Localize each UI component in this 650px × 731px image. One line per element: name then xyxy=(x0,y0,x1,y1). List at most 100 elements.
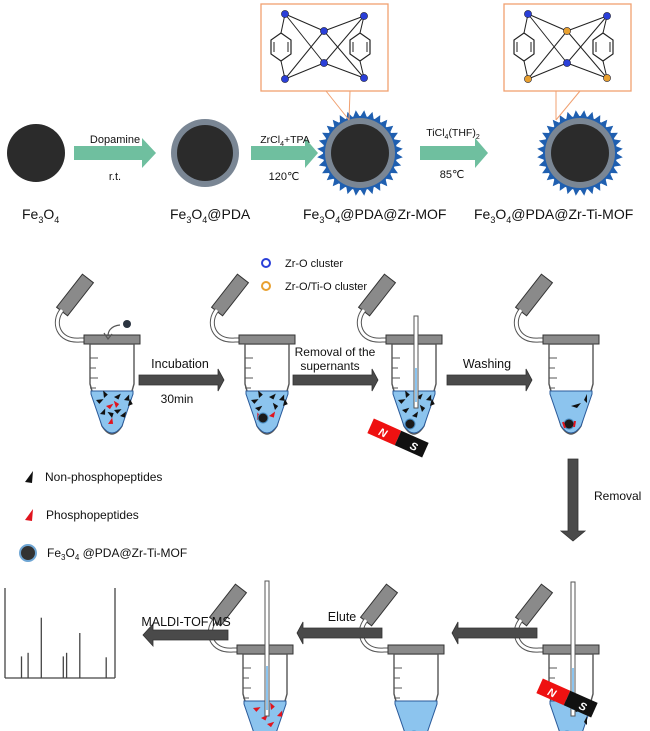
arrow-removal xyxy=(559,458,587,542)
arrow-washing xyxy=(446,368,533,392)
cluster-node xyxy=(563,27,571,35)
arrow-zrcl4-tpa xyxy=(251,138,318,168)
cluster-node xyxy=(320,27,328,35)
non-phosphopeptide xyxy=(255,405,263,412)
fe3o4-pda-particle xyxy=(171,119,239,187)
arrow-incubation-top: Incubation xyxy=(151,357,209,371)
non-phosphopeptide xyxy=(416,393,423,400)
arrow-incubation-bottom: 30min xyxy=(161,392,194,406)
legend-zr-ti-o-label: Zr-O/Ti-O cluster xyxy=(285,281,367,293)
arrow-dopamine-bottom: r.t. xyxy=(109,171,121,183)
arrow-to-elution xyxy=(451,621,538,645)
non-phosphopeptide xyxy=(114,393,121,400)
zr-ti-o-cluster-icon xyxy=(261,281,271,291)
tube-1-sample xyxy=(57,274,140,434)
arrow-ticl4-top: TiCl4(THF)2 xyxy=(426,127,480,141)
cluster-node xyxy=(281,10,289,18)
fe3o4-particle xyxy=(7,124,65,182)
cluster-node xyxy=(360,12,368,20)
phosphopeptide xyxy=(267,721,275,728)
non-phosphopeptide xyxy=(100,408,106,415)
label-fe3o4: Fe3O4 xyxy=(22,206,59,225)
phosphopeptide xyxy=(108,417,114,424)
arrow-zrcl4-bottom: 120℃ xyxy=(269,171,300,183)
legend-zr-o-cluster: Zr-O cluster xyxy=(261,258,343,270)
phosphopeptide xyxy=(277,710,283,717)
non-phosphopeptide xyxy=(258,390,263,398)
cluster-node xyxy=(524,75,532,83)
fe3o4-pda-zrmof-particle xyxy=(317,110,403,196)
arrow-removal-label: Removal xyxy=(594,489,641,503)
non-phosphopeptide xyxy=(107,411,114,418)
arrow-ticl4 xyxy=(420,138,488,168)
legend-phospho-label: Phosphopeptides xyxy=(46,508,139,522)
pipette-icon xyxy=(570,581,576,717)
legend-non-phospho-label: Non-phosphopeptides xyxy=(45,470,162,484)
non-phosphopeptide xyxy=(283,398,288,406)
cluster-node xyxy=(281,75,289,83)
non-phosphopeptide xyxy=(269,393,276,400)
non-phosphopeptide xyxy=(402,407,410,414)
non-phosphopeptide xyxy=(405,390,410,398)
phosphopeptide xyxy=(269,411,276,418)
label-fe3o4-pda-zrtimof: Fe3O4@PDA@Zr-Ti-MOF xyxy=(474,206,633,225)
non-phosphopeptide xyxy=(124,394,130,401)
tube-2-incubated xyxy=(212,274,295,434)
phosphopeptide xyxy=(270,702,275,710)
non-phosphopeptide xyxy=(430,398,435,406)
label-fe3o4-pda: Fe3O4@PDA xyxy=(170,206,251,225)
non-phosphopeptide xyxy=(398,399,406,404)
arrow-dopamine xyxy=(74,138,156,168)
zr-ti-mof-structure-callout xyxy=(503,3,632,121)
phosphopeptide xyxy=(252,707,261,712)
tube-3-magnet xyxy=(359,274,442,434)
tube-4-washed xyxy=(516,274,599,434)
mof-particle-icon xyxy=(19,544,37,562)
cluster-node xyxy=(603,12,611,20)
non-phosphopeptide xyxy=(96,399,104,404)
phosphopeptide xyxy=(113,400,120,408)
cluster-node xyxy=(320,59,328,67)
legend-zr-ti-o-cluster: Zr-O/Ti-O cluster xyxy=(261,281,367,293)
non-phosphopeptide xyxy=(419,404,426,412)
non-phosphopeptide xyxy=(426,394,432,401)
arrow-incubation xyxy=(138,368,225,392)
legend-mof-particle: Fe3O4 @PDA@Zr-Ti-MOF xyxy=(19,544,187,562)
arrow-removal-line1: Removal of the xyxy=(295,345,376,359)
legend-zr-o-label: Zr-O cluster xyxy=(285,258,343,270)
cluster-node xyxy=(563,59,571,67)
non-phosphopeptide xyxy=(103,390,108,398)
arrow-elute-label: Elute xyxy=(328,610,357,624)
phosphopeptide-icon xyxy=(25,509,33,521)
arrow-zrcl4-top: ZrCl4+TPA xyxy=(260,134,310,148)
label-fe3o4-pda-zrmof: Fe3O4@PDA@Zr-MOF xyxy=(303,206,446,225)
non-phosphopeptide xyxy=(251,399,259,404)
non-phosphopeptide xyxy=(272,402,279,410)
tube-7-eluted xyxy=(210,580,293,731)
magnet-1: N S xyxy=(367,418,429,458)
pipette-icon xyxy=(264,580,270,717)
arrow-elute xyxy=(296,621,383,645)
non-phosphopeptide xyxy=(279,394,285,401)
legend-phosphopeptides: Phosphopeptides xyxy=(25,508,139,522)
arrow-removal-supernants xyxy=(292,368,379,392)
fe3o4-pda-zrtimof-particle xyxy=(537,110,623,196)
cluster-node xyxy=(524,10,532,18)
ms-spectrum xyxy=(4,588,116,679)
phosphopeptide xyxy=(105,403,114,410)
legend-non-phosphopeptides: Non-phosphopeptides xyxy=(25,470,162,484)
arrow-ticl4-bottom: 85℃ xyxy=(440,169,465,181)
non-phosphopeptide xyxy=(412,411,419,418)
arrow-removal-line2: supernants xyxy=(300,359,359,373)
non-phosphopeptide xyxy=(114,409,122,414)
zr-mof-structure-callout xyxy=(260,3,389,121)
tube-6-elute xyxy=(361,584,444,731)
non-phosphopeptide xyxy=(120,411,127,418)
arrow-maldi-label: MALDI-TOF MS xyxy=(141,615,230,629)
arrow-washing-label: Washing xyxy=(463,357,511,371)
adding-particle-icon xyxy=(123,320,131,328)
magnet-2: N S xyxy=(536,678,598,718)
cluster-node xyxy=(360,74,368,82)
arrow-maldi xyxy=(142,622,229,648)
